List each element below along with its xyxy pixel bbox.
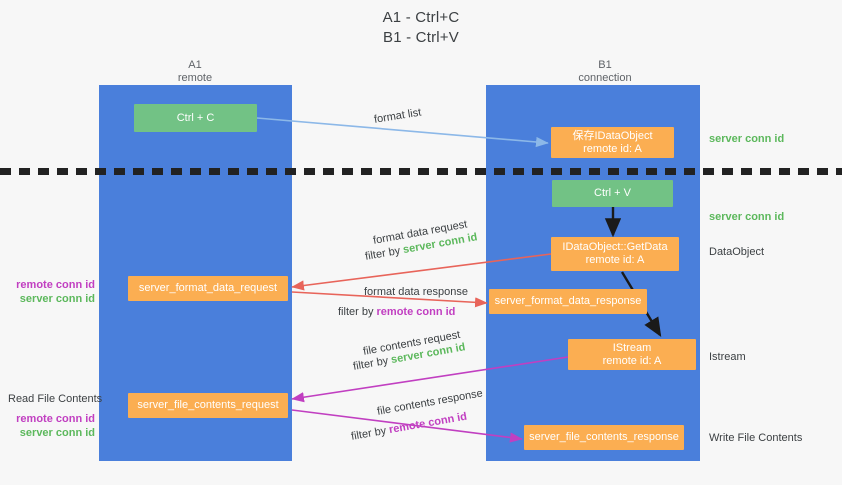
node-getdata-label: IDataObject::GetData remote id: A — [562, 241, 668, 266]
right-label-server-conn-id-mid: server conn id — [709, 210, 784, 224]
arrow-format-list — [256, 117, 549, 148]
arrow-format-data-request — [291, 253, 552, 291]
node-ctrl-v[interactable]: Ctrl + V — [552, 180, 673, 207]
arrow-format-data-response — [291, 291, 488, 308]
column-header-b1: B1 connection — [525, 59, 685, 85]
right-label-write-file-contents: Write File Contents — [709, 431, 802, 445]
node-istream-label: IStream remote id: A — [602, 341, 662, 367]
filter-by-text: filter by — [338, 306, 374, 318]
remote-conn-id-text: remote conn id — [376, 306, 456, 318]
node-istream[interactable]: IStream remote id: A — [568, 339, 696, 370]
node-ctrl-c-label: Ctrl + C — [176, 111, 215, 124]
node-ctrl-c[interactable]: Ctrl + C — [134, 104, 257, 132]
node-server-file-contents-response[interactable]: server_file_contents_response — [524, 425, 684, 450]
left-label-server-conn-id: server conn id — [19, 293, 95, 305]
node-getdata[interactable]: IDataObject::GetData remote id: A — [551, 237, 679, 271]
left-label-read-file-contents-text: Read File Contents — [8, 393, 103, 405]
node-save-idataobject-label: 保存IDataObject remote id: A — [572, 129, 653, 155]
left-label-server-conn-id: server conn id — [19, 427, 95, 439]
title-line-1: A1 - Ctrl+C — [382, 9, 460, 26]
arrow-file-contents-response — [291, 409, 523, 443]
edge-label-format-data-response-filter: filter by remote conn id — [338, 305, 455, 319]
left-label-conn-ids-top: remote conn id server conn id — [0, 278, 95, 306]
node-server-format-data-response[interactable]: server_format_data_response — [489, 289, 647, 314]
left-label-read-file-contents: Read File Contents — [8, 392, 102, 406]
column-header-a1-name: A1 — [188, 59, 202, 71]
left-label-conn-ids-bottom: remote conn id server conn id — [0, 412, 95, 440]
right-label-write-file-contents-text: Write File Contents — [709, 432, 803, 444]
edge-label-format-data-response: format data response — [364, 285, 468, 299]
right-label-server-conn-id-top-text: server conn id — [709, 133, 785, 145]
left-label-remote-conn-id: remote conn id — [16, 279, 95, 291]
node-ctrl-v-label: Ctrl + V — [594, 187, 631, 199]
right-label-istream: Istream — [709, 350, 746, 364]
phase-divider — [0, 168, 842, 175]
page-title: A1 - Ctrl+C B1 - Ctrl+V — [0, 8, 842, 48]
title-line-2: B1 - Ctrl+V — [383, 29, 459, 46]
arrow-file-contents-request — [291, 356, 569, 403]
right-label-server-conn-id-top: server conn id — [709, 132, 784, 146]
node-server-format-data-request[interactable]: server_format_data_request — [128, 276, 288, 301]
column-header-b1-role: connection — [578, 72, 632, 84]
edge-label-format-data-response-text: format data response — [364, 286, 468, 298]
right-label-istream-text: Istream — [709, 351, 746, 363]
right-label-data-object: DataObject — [709, 245, 764, 259]
node-save-idataobject[interactable]: 保存IDataObject remote id: A — [551, 127, 674, 158]
left-label-remote-conn-id: remote conn id — [16, 413, 95, 425]
right-label-server-conn-id-mid-text: server conn id — [709, 211, 785, 223]
node-server-file-contents-request-label: server_file_contents_request — [137, 399, 279, 411]
node-server-file-contents-request[interactable]: server_file_contents_request — [128, 393, 288, 418]
node-server-format-data-response-label: server_format_data_response — [494, 295, 642, 307]
column-header-a1-role: remote — [177, 72, 213, 84]
node-server-format-data-request-label: server_format_data_request — [138, 282, 278, 294]
node-server-file-contents-response-label: server_file_contents_response — [529, 431, 679, 443]
column-header-b1-name: B1 — [598, 59, 612, 71]
column-header-a1: A1 remote — [115, 59, 275, 85]
right-label-data-object-text: DataObject — [709, 246, 765, 258]
